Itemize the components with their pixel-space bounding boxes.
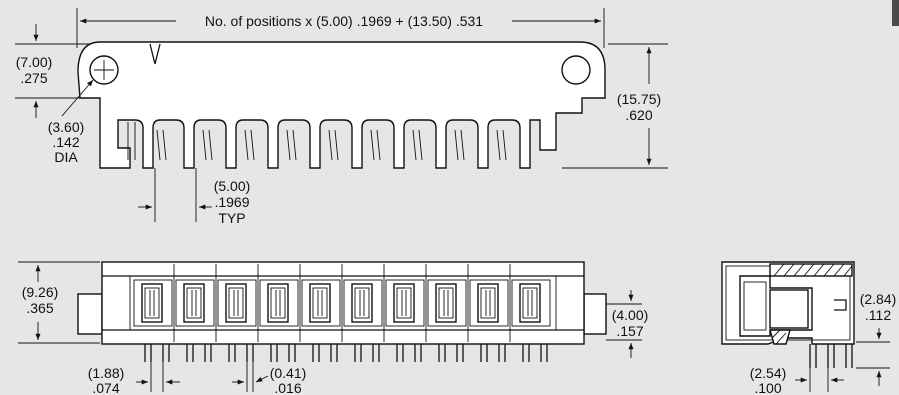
- total-height-in: .620: [625, 107, 652, 123]
- corner-tab-mark: [892, 0, 899, 26]
- side-height-in: .112: [865, 307, 891, 323]
- total-height-mm: (15.75): [617, 91, 661, 107]
- top-body-outline: [77, 41, 606, 169]
- ear-height-in: .275: [20, 70, 47, 86]
- hole-dia-in: .142: [52, 134, 79, 150]
- pin-width-mm: (0.41): [270, 365, 307, 381]
- standoff-in: .157: [616, 323, 643, 339]
- hole-dia-mm: (3.60): [48, 119, 85, 135]
- pin-space-mm: (1.88): [88, 365, 125, 381]
- body-height-mm: (9.26): [22, 284, 59, 300]
- standoff-mm: (4.00): [612, 307, 649, 323]
- pitch-in: .1969: [214, 194, 249, 210]
- pitch-text: TYP: [218, 210, 245, 226]
- side-view: (2.84) .112 (2.54) .100: [721, 261, 897, 395]
- pin-width-in: .016: [274, 380, 301, 395]
- mounting-hole-right: [561, 55, 591, 85]
- side-pitch-mm: (2.54): [750, 365, 787, 381]
- overall-length-label: No. of positions x (5.00) .1969 + (13.50…: [205, 13, 483, 29]
- hole-dia-text: DIA: [54, 149, 78, 165]
- ear-height-mm: (7.00): [16, 54, 53, 70]
- pin-space-in: .074: [92, 380, 119, 395]
- front-pins: [144, 344, 548, 362]
- side-pins: [809, 344, 853, 368]
- side-height-mm: (2.84): [860, 291, 897, 307]
- front-view: (9.26) .365 (4.00) .157 (1.88) .074 (0.4…: [18, 261, 649, 395]
- pitch-mm: (5.00): [214, 178, 251, 194]
- top-view: No. of positions x (5.00) .1969 + (13.50…: [15, 8, 668, 226]
- body-height-in: .365: [26, 300, 53, 316]
- side-pitch-in: .100: [754, 380, 781, 395]
